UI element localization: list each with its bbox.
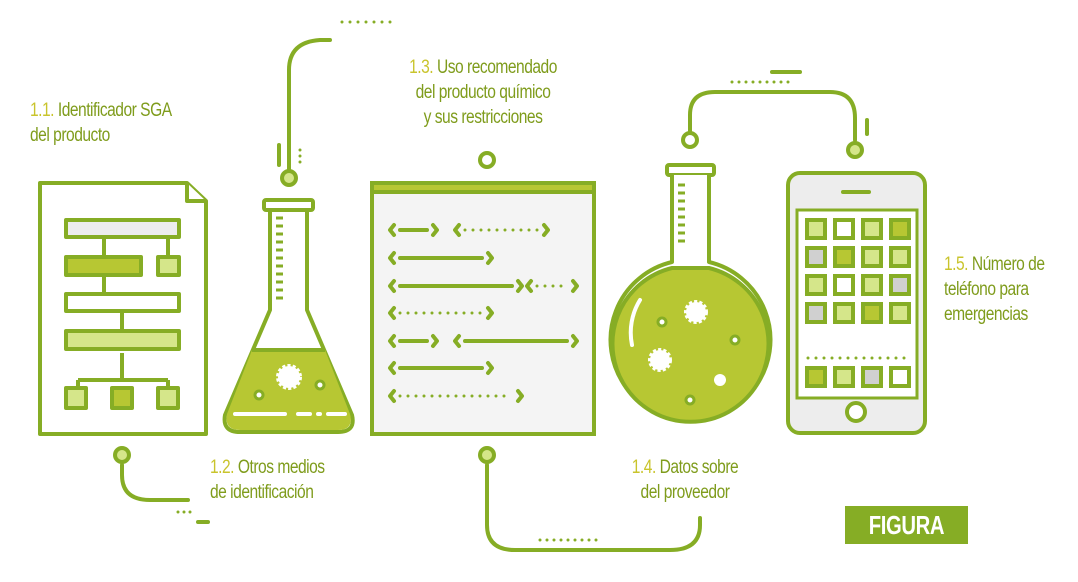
document-tree-icon — [38, 181, 208, 436]
phone-key — [805, 246, 827, 268]
phone-dock-key — [805, 366, 827, 388]
code-panel-icon — [370, 181, 596, 436]
label-1-2: 1.2. Otros medios de identificación — [210, 455, 325, 505]
connector-line — [485, 463, 702, 552]
label-text: Uso recomendado — [436, 57, 557, 78]
phone-key — [805, 274, 827, 296]
label-text: del producto químico — [415, 82, 551, 103]
code-bracket-icon — [388, 361, 494, 375]
label-text: teléfono para — [944, 279, 1029, 300]
label-number: 1.2. — [210, 457, 235, 478]
connector-line — [120, 463, 190, 502]
phone-key — [861, 218, 883, 240]
code-bracket-icon — [388, 334, 439, 348]
phone-key — [833, 302, 855, 324]
label-number: 1.4. — [631, 457, 657, 478]
code-bracket-icon — [388, 389, 524, 403]
label-number: 1.1. — [30, 100, 55, 121]
phone-key — [833, 274, 855, 296]
phone-key — [805, 218, 827, 240]
connector-node — [846, 141, 864, 159]
phone-key — [805, 302, 827, 324]
figure-label: FIGURA 3. — [845, 506, 968, 578]
label-text: Número de — [971, 254, 1045, 275]
label-1-1: 1.1. Identificador SGA del producto — [30, 98, 172, 148]
label-number: 1.3. — [409, 57, 434, 78]
code-bracket-icon — [388, 223, 439, 237]
code-bracket-icon — [388, 251, 494, 265]
phone-dock-key — [861, 366, 883, 388]
label-text: emergencias — [944, 304, 1028, 325]
connector-node — [478, 446, 496, 464]
connector-line — [287, 38, 332, 172]
label-number: 1.5. — [944, 254, 969, 275]
code-bracket-icon — [525, 279, 579, 293]
code-bracket-icon — [453, 334, 579, 348]
phone-dock-key — [833, 366, 855, 388]
infographic-art — [38, 20, 927, 552]
code-lines — [388, 223, 579, 403]
phone-key — [889, 302, 911, 324]
label-text: Identificador SGA — [57, 100, 172, 121]
phone-key — [861, 302, 883, 324]
figure-label-text: FIGURA 3. — [868, 510, 945, 578]
phone-key — [889, 274, 911, 296]
phone-key — [889, 218, 911, 240]
code-bracket-icon — [453, 223, 550, 237]
phone-keys — [805, 218, 911, 388]
label-text: del proveedor — [640, 482, 730, 503]
connector-node — [478, 151, 496, 169]
label-text: del producto — [30, 125, 110, 146]
connector-node — [280, 169, 298, 187]
label-text: de identificación — [210, 482, 314, 503]
phone-key — [861, 246, 883, 268]
code-bracket-icon — [388, 279, 524, 293]
label-1-4: 1.4. Datos sobre del proveedor — [607, 455, 763, 505]
label-1-5: 1.5. Número de teléfono para emergencias — [944, 252, 1045, 327]
phone-key — [889, 246, 911, 268]
phone-key — [833, 218, 855, 240]
label-1-3: 1.3. Uso recomendado del producto químic… — [392, 55, 574, 130]
connector-node — [113, 446, 131, 464]
code-bracket-icon — [388, 306, 494, 320]
label-text: Datos sobre — [659, 457, 739, 478]
round-flask-icon — [608, 163, 773, 424]
connector-node — [681, 131, 699, 149]
label-text: Otros medios — [237, 457, 325, 478]
phone-key — [833, 246, 855, 268]
phone-key — [861, 274, 883, 296]
erlenmeyer-flask-icon — [222, 198, 355, 434]
phone-dock-key — [889, 366, 911, 388]
connector-line — [688, 90, 857, 142]
label-text: y sus restricciones — [423, 107, 543, 128]
